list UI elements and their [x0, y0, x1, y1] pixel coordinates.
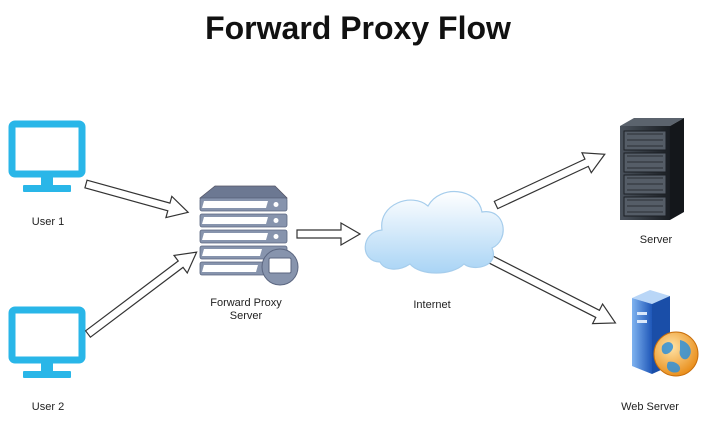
proxy-label: Forward Proxy Server [186, 297, 306, 323]
user2-label: User 2 [31, 401, 65, 413]
proxy-server-icon [198, 185, 299, 286]
internet-cloud-icon [364, 191, 504, 274]
web-server-label: Web Server [621, 401, 679, 413]
user1-monitor-icon [8, 120, 86, 192]
diagram-title: Forward Proxy Flow [205, 10, 511, 46]
arrow-internet-to-webserver [485, 253, 617, 325]
internet-label: Internet [413, 299, 451, 311]
proxy-label-line2: Server [229, 310, 263, 322]
arrow-internet-to-server [493, 152, 606, 210]
server-label: Server [639, 234, 673, 246]
web-server-icon [632, 290, 699, 377]
user2-monitor-icon [8, 306, 86, 378]
arrow-user1-to-proxy [84, 179, 190, 219]
proxy-label-line1: Forward Proxy [210, 297, 282, 309]
server-rack-icon [620, 118, 684, 220]
arrow-proxy-to-internet [296, 221, 362, 247]
user1-label: User 1 [31, 216, 65, 228]
arrow-user2-to-proxy [84, 251, 198, 339]
